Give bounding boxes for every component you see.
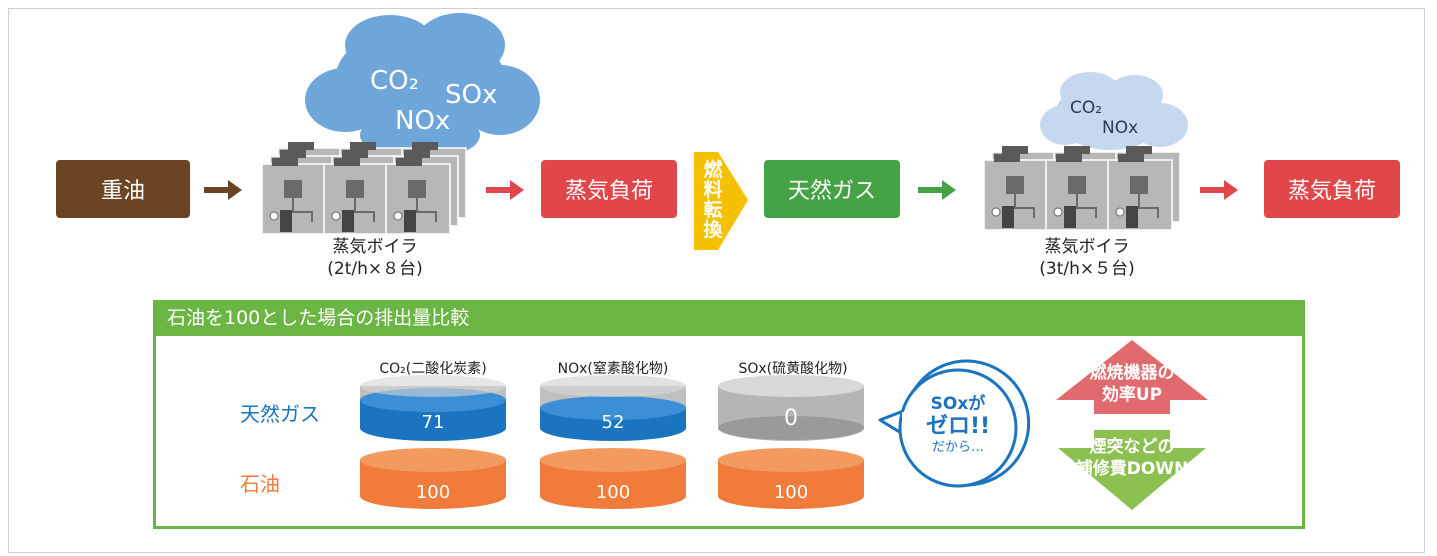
arrow-boiler-to-load-1	[486, 180, 524, 200]
value-gas-nox: 52	[601, 412, 625, 433]
bubble-line2: ゼロ!!	[925, 414, 991, 439]
boiler-caption-2: 蒸気ボイラ (3t/h×５台)	[1012, 236, 1162, 280]
boiler-spec-2: (3t/h×５台)	[1039, 259, 1135, 279]
cloud2-co2: CO₂	[1070, 98, 1103, 118]
arrow-oil-to-boiler	[204, 180, 242, 200]
comparison-title: 石油を100とした場合の排出量比較	[153, 300, 1305, 336]
bubble-text: SOxが ゼロ!! だから…	[910, 394, 1006, 456]
value-oil-nox: 100	[595, 482, 631, 503]
boiler-spec-1: (2t/h×８台)	[327, 259, 423, 279]
boiler-group-1	[261, 141, 467, 235]
arrow-boiler-to-load-2	[1200, 180, 1238, 200]
column-header-nox: NOx(窒素酸化物)	[557, 361, 669, 377]
fuel-switch-char: 燃	[703, 159, 723, 181]
emission-cloud-2	[1040, 72, 1188, 150]
natural-gas-label: 天然ガス	[787, 179, 876, 204]
boiler-group-2	[983, 145, 1181, 231]
column-header-sox: SOx(硫黄酸化物)	[738, 361, 848, 377]
fuel-switch-char: 換	[703, 219, 723, 241]
steam-load-box-2: 蒸気負荷	[1264, 160, 1400, 218]
column-header-co2: CO₂(二酸化炭素)	[379, 361, 487, 377]
heavy-oil-box: 重油	[56, 160, 190, 218]
up-arrow-line2: 効率UP	[1101, 385, 1163, 405]
fuel-switch-label: 燃 料 転 換	[694, 160, 732, 240]
fuel-switch-arrow	[694, 152, 748, 250]
steam-load-label-2: 蒸気負荷	[1287, 179, 1376, 204]
row-label-oil: 石油	[240, 472, 280, 496]
value-oil-co2: 100	[415, 482, 451, 503]
down-arrow-line2: 補修費DOWN	[1075, 459, 1189, 479]
boiler-caption-1: 蒸気ボイラ (2t/h×８台)	[300, 236, 450, 280]
value-oil-sox: 100	[773, 482, 809, 503]
cloud1-nox: NOx	[395, 106, 451, 136]
natural-gas-box: 天然ガス	[764, 160, 900, 218]
heavy-oil-label: 重油	[100, 179, 145, 204]
boiler-label-1: 蒸気ボイラ	[332, 237, 418, 257]
steam-load-box-1: 蒸気負荷	[541, 160, 677, 218]
arrow-gas-to-boiler	[918, 180, 956, 200]
cloud1-co2: CO₂	[370, 66, 420, 96]
comparison-panel	[153, 336, 1305, 529]
cloud2-nox: NOx	[1102, 118, 1139, 138]
cloud1-sox: SOx	[445, 80, 498, 110]
flow-graphics	[204, 13, 1238, 250]
down-arrow-line1: 煙突などの	[1089, 437, 1175, 457]
boiler-label-2: 蒸気ボイラ	[1044, 237, 1130, 257]
bubble-line3: だから…	[931, 440, 984, 455]
down-arrow-text: 煙突などの 補修費DOWN	[1060, 436, 1204, 480]
up-arrow-text: 燃焼機器の 効率UP	[1068, 362, 1196, 406]
up-arrow-line1: 燃焼機器の	[1089, 363, 1175, 383]
fuel-switch-char: 料	[703, 179, 723, 201]
row-label-gas: 天然ガス	[240, 402, 320, 426]
bubble-line1: SOxが	[930, 394, 986, 414]
fuel-switch-char: 転	[703, 199, 723, 221]
steam-load-label-1: 蒸気負荷	[564, 179, 653, 204]
value-gas-co2: 71	[421, 412, 445, 433]
value-gas-sox: 0	[784, 406, 798, 431]
frame	[8, 8, 1425, 553]
emission-cloud-1	[305, 13, 540, 160]
